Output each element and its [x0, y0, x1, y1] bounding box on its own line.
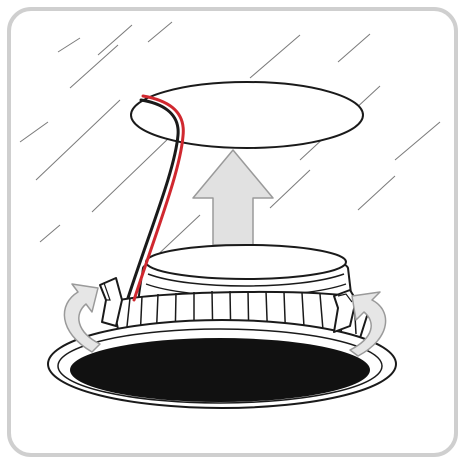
speaker-grille [70, 338, 370, 402]
ceiling-cutout-icon [131, 82, 363, 148]
